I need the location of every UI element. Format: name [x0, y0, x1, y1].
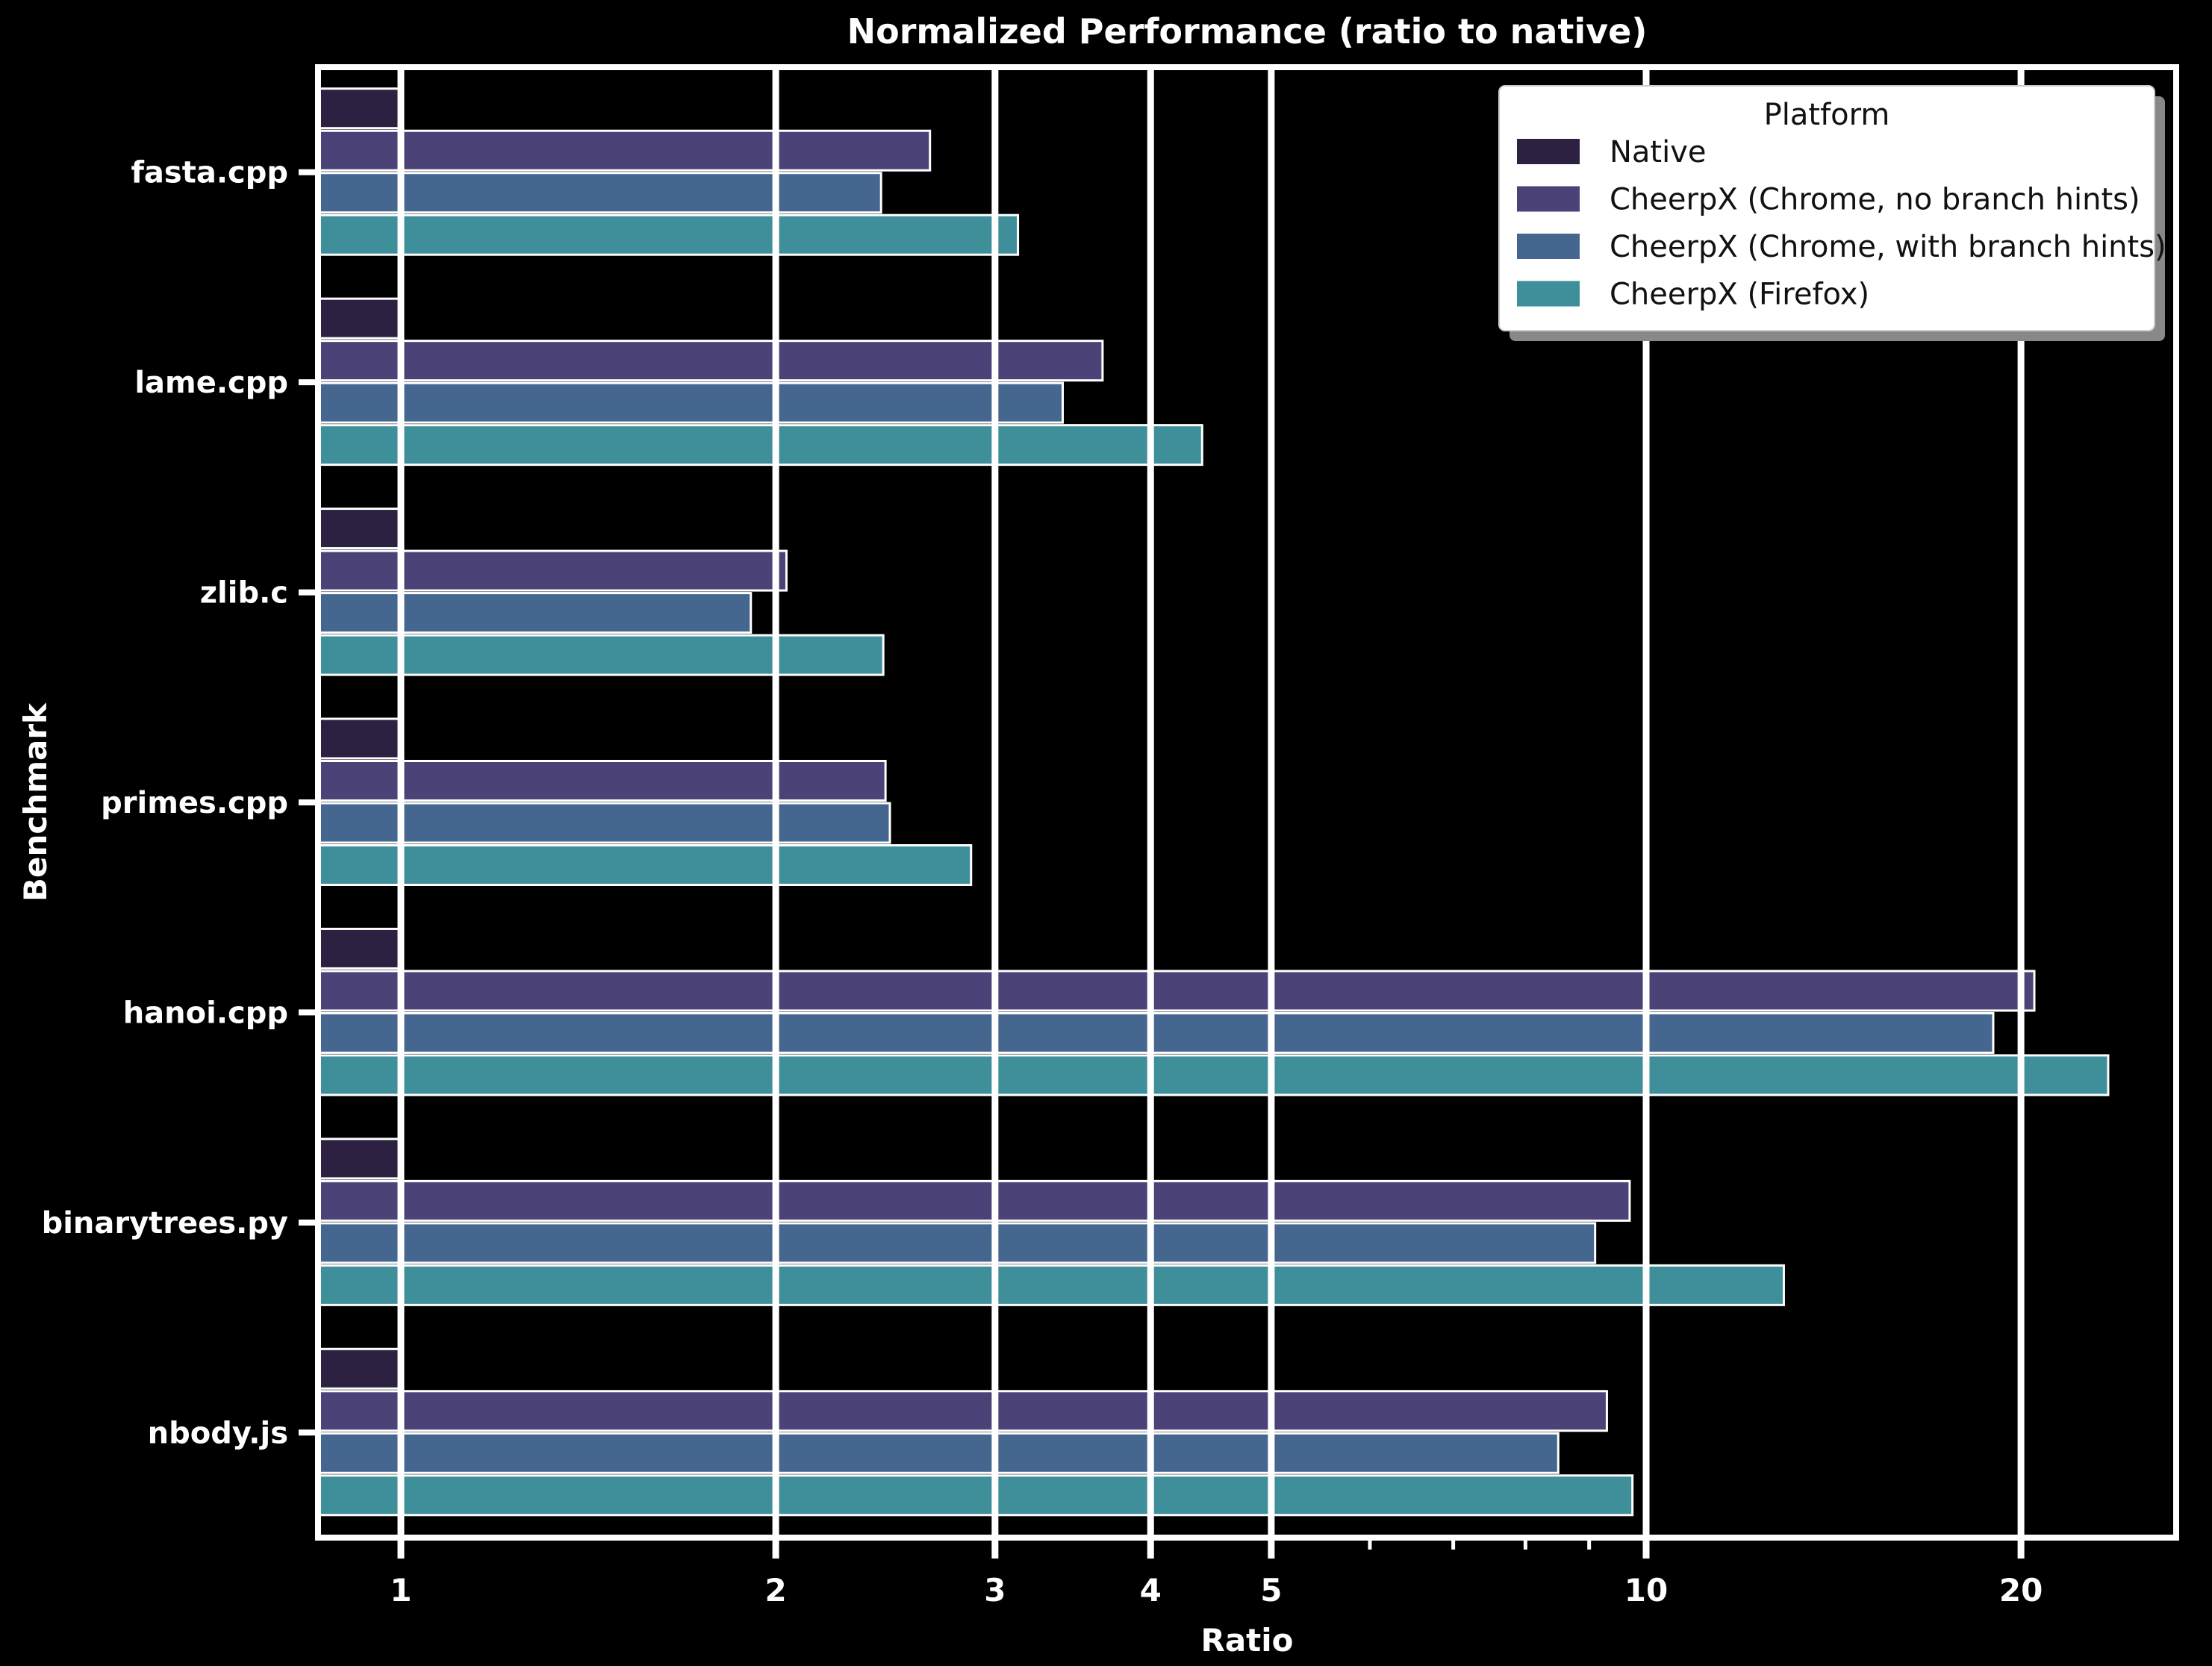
- bar-cheerpx-firefox-: [317, 634, 885, 676]
- legend-swatch-2: [1517, 186, 1580, 212]
- y-tick-label-binarytrees.py: binarytrees.py: [42, 1206, 288, 1241]
- y-tick-label-fasta.cpp: fasta.cpp: [131, 156, 289, 190]
- y-axis: fasta.cpp lame.cpp zlib.c primes.cpp hanoi.c…: [42, 156, 318, 1450]
- bar-cheerpx-chrome-with-branch-hints-: [317, 802, 891, 844]
- bar-group-hanoi.cpp: [317, 927, 2110, 1096]
- legend-label-2: CheerpX (Chrome, no branch hints): [1610, 183, 2140, 217]
- y-tick-label-lame.cpp: lame.cpp: [134, 366, 288, 400]
- bar-cheerpx-chrome-with-branch-hints-: [317, 1432, 1560, 1474]
- bar-cheerpx-chrome-no-branch-hints-: [317, 340, 1104, 382]
- bar-cheerpx-firefox-: [317, 424, 1203, 467]
- x-tick-label-4: 4: [1140, 1572, 1162, 1609]
- legend-swatch-1: [1517, 139, 1580, 164]
- bar-cheerpx-chrome-no-branch-hints-: [317, 1179, 1631, 1222]
- x-tick-label-1: 1: [390, 1572, 411, 1609]
- legend-label-4: CheerpX (Firefox): [1610, 278, 1869, 312]
- bar-group-primes.cpp: [317, 717, 973, 886]
- bar-cheerpx-chrome-no-branch-hints-: [317, 760, 887, 802]
- legend-swatch-4: [1517, 281, 1580, 307]
- bar-cheerpx-firefox-: [317, 1474, 1634, 1517]
- bar-native: [317, 508, 402, 550]
- bar-cheerpx-firefox-: [317, 844, 973, 886]
- bar-cheerpx-firefox-: [317, 1264, 1785, 1306]
- y-tick-label-zlib.c: zlib.c: [200, 576, 288, 611]
- bar-cheerpx-chrome-with-branch-hints-: [317, 381, 1065, 424]
- bar-cheerpx-chrome-no-branch-hints-: [317, 129, 932, 172]
- legend-label-3: CheerpX (Chrome, with branch hints): [1610, 230, 2166, 264]
- chart-title: Normalized Performance (ratio to native): [847, 11, 1648, 52]
- y-tick-label-nbody.js: nbody.js: [148, 1416, 288, 1450]
- bar-native: [317, 87, 402, 130]
- x-tick-label-5: 5: [1260, 1572, 1282, 1609]
- x-tick-label-20: 20: [1999, 1572, 2043, 1609]
- x-tick-label-3: 3: [984, 1572, 1006, 1609]
- bar-cheerpx-chrome-with-branch-hints-: [317, 592, 753, 634]
- bar-cheerpx-chrome-with-branch-hints-: [317, 1011, 1995, 1054]
- y-tick-label-hanoi.cpp: hanoi.cpp: [123, 996, 288, 1030]
- bar-cheerpx-chrome-no-branch-hints-: [317, 970, 2036, 1012]
- legend-label-1: Native: [1610, 135, 1707, 169]
- bar-native: [317, 717, 402, 760]
- legend-swatch-3: [1517, 234, 1580, 259]
- bar-group-lame.cpp: [317, 297, 1203, 467]
- bar-native: [317, 297, 402, 340]
- bar-group-fasta.cpp: [317, 87, 1020, 256]
- x-tick-label-10: 10: [1624, 1572, 1668, 1609]
- bar-native: [317, 1138, 402, 1180]
- y-axis-label: Benchmark: [17, 702, 54, 902]
- bar-native: [317, 1347, 402, 1390]
- bar-group-zlib.c: [317, 508, 885, 676]
- legend-box: [1498, 85, 2155, 331]
- bar-cheerpx-chrome-no-branch-hints-: [317, 549, 788, 592]
- x-tick-label-2: 2: [765, 1572, 787, 1609]
- bar-cheerpx-chrome-with-branch-hints-: [317, 172, 882, 214]
- bar-native: [317, 927, 402, 970]
- bar-group-binarytrees.py: [317, 1138, 1785, 1306]
- bar-cheerpx-firefox-: [317, 1054, 2110, 1096]
- y-tick-label-primes.cpp: primes.cpp: [101, 786, 288, 820]
- bar-cheerpx-firefox-: [317, 213, 1020, 256]
- x-axis-label: Ratio: [1200, 1622, 1293, 1659]
- x-axis: 1 2 3 4 5 10 20: [390, 1538, 2043, 1609]
- bar-cheerpx-chrome-with-branch-hints-: [317, 1222, 1597, 1264]
- legend-title: Platform: [1764, 98, 1890, 132]
- bar-cheerpx-chrome-no-branch-hints-: [317, 1390, 1608, 1432]
